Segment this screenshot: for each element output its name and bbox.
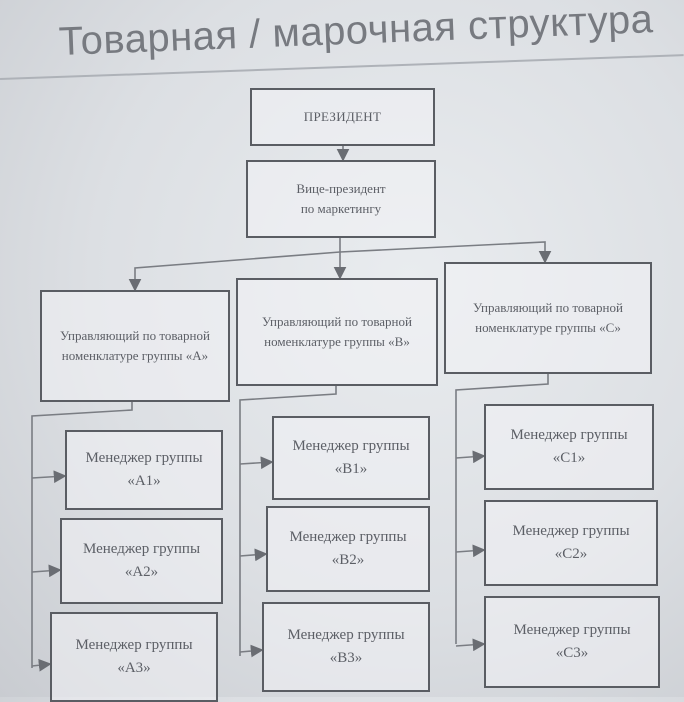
node-head-group-c-label: Управляющий по товарной номенклатуре гру… xyxy=(473,299,623,335)
connector-spine-c xyxy=(455,374,549,644)
connector-spine-a xyxy=(31,402,133,668)
node-manager-a3: Менеджер группы «А3» xyxy=(50,612,218,702)
node-manager-c1-label: Менеджер группы «С1» xyxy=(510,426,628,466)
node-manager-a1-label: Менеджер группы «А1» xyxy=(85,449,203,489)
node-manager-a2: Менеджер группы «А2» xyxy=(60,518,223,604)
node-president: ПРЕЗИДЕНТ xyxy=(250,88,435,146)
connector-c2 xyxy=(455,544,486,558)
node-manager-b1-label: Менеджер группы «В1» xyxy=(292,437,410,477)
node-manager-b2-label: Менеджер группы «В2» xyxy=(289,528,407,568)
node-vice-president: Вице-президент по маркетингу xyxy=(246,160,436,238)
connector-c1 xyxy=(455,450,486,464)
node-manager-c3-label: Менеджер группы «С3» xyxy=(513,621,631,661)
node-manager-c1: Менеджер группы «С1» xyxy=(484,404,654,490)
node-manager-a3-label: Менеджер группы «А3» xyxy=(75,636,193,676)
connector-b3 xyxy=(239,644,264,658)
connector-a1 xyxy=(31,470,67,484)
node-manager-b3: Менеджер группы «В3» xyxy=(262,602,430,692)
connector-a2 xyxy=(31,564,62,578)
node-manager-a1: Менеджер группы «А1» xyxy=(65,430,223,510)
connector-branch-a xyxy=(339,241,552,264)
connector-b1 xyxy=(239,456,274,470)
connector-spine-b xyxy=(239,386,337,656)
node-head-group-c: Управляющий по товарной номенклатуре гру… xyxy=(444,262,652,374)
node-manager-b3-label: Менеджер группы «В3» xyxy=(287,626,405,666)
node-head-group-a: Управляющий по товарной номенклатуре гру… xyxy=(40,290,230,402)
node-manager-a2-label: Менеджер группы «А2» xyxy=(82,540,201,580)
connector-c3 xyxy=(455,638,486,652)
node-vice-president-label: Вице-президент по маркетингу xyxy=(296,180,386,216)
node-manager-b2: Менеджер группы «В2» xyxy=(266,506,430,592)
node-manager-c2: Менеджер группы «С2» xyxy=(484,500,658,586)
node-president-label: ПРЕЗИДЕНТ xyxy=(303,108,382,124)
node-manager-c3: Менеджер группы «С3» xyxy=(484,596,660,688)
node-head-group-a-label: Управляющий по товарной номенклатуре гру… xyxy=(60,327,210,363)
node-manager-c2-label: Менеджер группы «С2» xyxy=(512,522,630,562)
connector-a3 xyxy=(31,658,52,672)
node-head-group-b: Управляющий по товарной номенклатуре гру… xyxy=(236,278,438,386)
connector-b2 xyxy=(239,548,268,562)
node-head-group-b-label: Управляющий по товарной номенклатуре гру… xyxy=(262,313,412,349)
node-manager-b1: Менеджер группы «В1» xyxy=(272,416,430,500)
connector-branch-c xyxy=(128,251,341,292)
